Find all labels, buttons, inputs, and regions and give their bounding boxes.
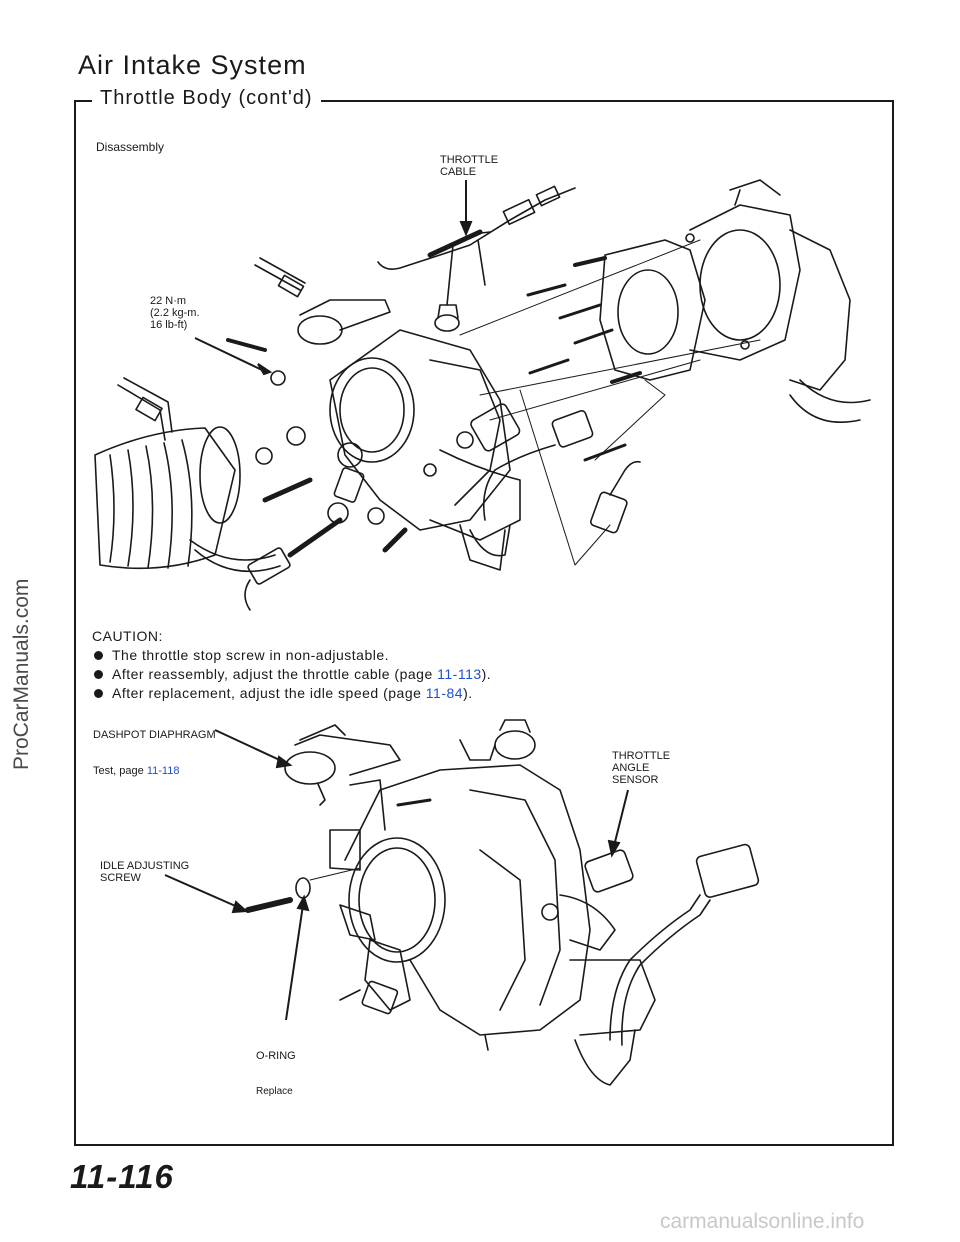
throttle-cable bbox=[377, 187, 576, 270]
caution-heading: CAUTION: bbox=[92, 628, 163, 644]
section-title: Throttle Body (cont'd) bbox=[92, 87, 321, 110]
torque-spec-label: 22 N·m (2.2 kg-m. 16 lb-ft) bbox=[150, 295, 200, 331]
content-frame bbox=[74, 100, 894, 1146]
o-ring bbox=[295, 877, 311, 899]
dashpot-diaphragm-label: DASHPOT DIAPHRAGM Test, page 11-118 bbox=[93, 729, 216, 777]
throttle-angle-sensor bbox=[584, 849, 634, 893]
caution-item: The throttle stop screw in non-adjustabl… bbox=[92, 646, 491, 665]
page-link-11-118[interactable]: 11-118 bbox=[146, 765, 180, 777]
throttle-angle-sensor-label: THROTTLE ANGLE SENSOR bbox=[612, 750, 671, 786]
idle-adjusting-screw-label: IDLE ADJUSTING SCREW bbox=[100, 860, 190, 884]
dashpot-diaphragm bbox=[284, 751, 336, 785]
o-ring-label: O-RING Replace bbox=[256, 1050, 296, 1097]
throttle-cable-label: THROTTLE CABLE bbox=[440, 154, 499, 178]
caution-item: After replacement, adjust the idle speed… bbox=[92, 684, 491, 703]
disassembly-label: Disassembly bbox=[96, 140, 165, 154]
throttle-bore-top bbox=[329, 357, 415, 463]
page-link-11-84[interactable]: 11-84 bbox=[425, 685, 464, 701]
intake-duct bbox=[94, 427, 236, 570]
bottom-watermark: carmanualsonline.info bbox=[660, 1210, 865, 1233]
caution-block: CAUTION: The throttle stop screw in non-… bbox=[92, 627, 491, 703]
caution-item: After reassembly, adjust the throttle ca… bbox=[92, 665, 491, 684]
throttle-bore-bottom bbox=[348, 837, 446, 963]
intake-manifold-flange bbox=[689, 204, 801, 361]
page-title: Air Intake System bbox=[78, 50, 307, 80]
page-number: 11-116 bbox=[70, 1158, 174, 1195]
page-link-11-113[interactable]: 11-113 bbox=[437, 666, 482, 682]
side-watermark: ProCarManuals.com bbox=[10, 578, 33, 770]
idle-screw bbox=[245, 897, 293, 913]
